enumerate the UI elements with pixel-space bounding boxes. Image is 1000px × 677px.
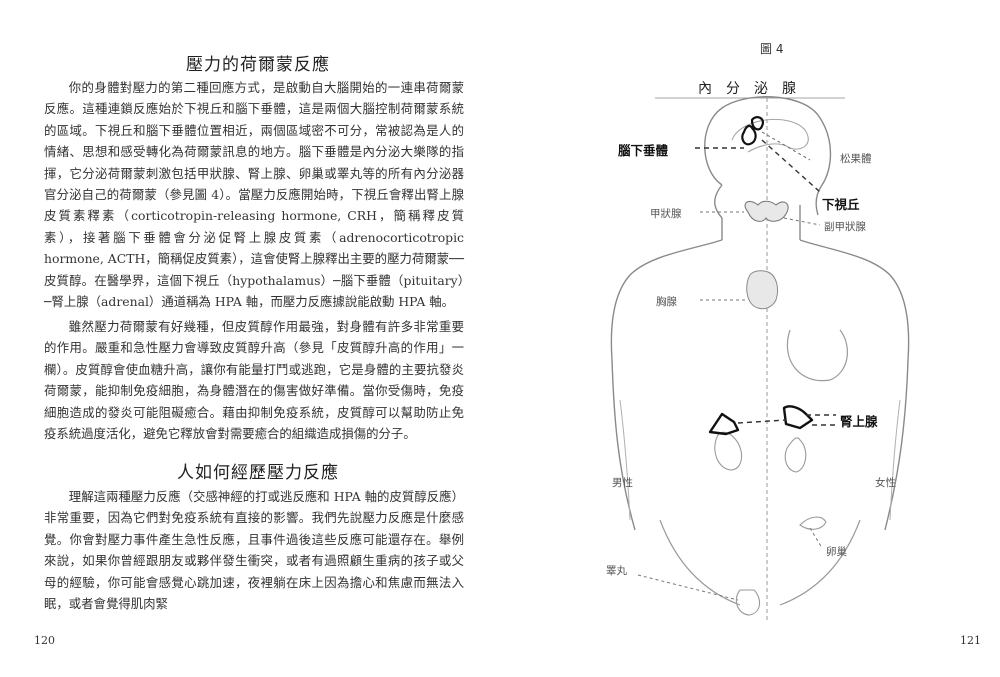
label-hypothalamus: 下視丘 xyxy=(822,197,860,212)
brain-outline xyxy=(731,118,809,153)
label-parathyroid: 副甲狀腺 xyxy=(824,221,866,233)
label-thymus: 胸腺 xyxy=(656,296,677,308)
hypothalamus-region xyxy=(750,116,764,131)
label-male: 男性 xyxy=(612,477,633,489)
thymus-gland xyxy=(746,270,779,310)
kidney-left xyxy=(714,431,743,471)
diagram-title: 內分泌腺 xyxy=(698,81,810,97)
label-adrenal: 腎上腺 xyxy=(840,414,878,429)
page-number-right: 121 xyxy=(960,634,981,647)
paragraph-3: 理解這兩種壓力反應（交感神經的打或逃反應和 HPA 軸的皮質醇反應）非常重要，因… xyxy=(44,489,464,612)
breast-outline xyxy=(786,329,848,382)
label-ovary: 卵巢 xyxy=(826,546,847,558)
thyroid-gland xyxy=(744,200,789,222)
section-heading-experience-stress: 人如何經歷壓力反應 xyxy=(177,463,339,483)
endocrine-glands-diagram xyxy=(610,96,910,620)
label-testis: 睪丸 xyxy=(606,565,627,577)
paragraph-2: 雖然壓力荷爾蒙有好幾種，但皮質醇作用最強，對身體有許多非常重要的作用。嚴重和急性… xyxy=(44,319,464,442)
right-page: 圖 4 xyxy=(500,0,1000,677)
paragraph-1: 你的身體對壓力的第二種回應方式，是啟動自大腦開始的一連串荷爾蒙反應。這種連鎖反應… xyxy=(44,80,464,310)
kidney-right xyxy=(784,437,807,473)
label-pineal: 松果體 xyxy=(840,153,872,165)
adrenal-gland-right xyxy=(782,405,814,430)
figure-title: 圖 4 xyxy=(760,42,784,56)
head-outline xyxy=(704,96,832,216)
ovary xyxy=(799,516,827,530)
section-heading-hormonal-response: 壓力的荷爾蒙反應 xyxy=(186,55,330,75)
left-page: 壓力的荷爾蒙反應 你的身體對壓力的第二種回應方式，是啟動自大腦開始的一連串荷爾蒙… xyxy=(34,55,464,647)
torso-left-outline xyxy=(610,239,723,531)
testis xyxy=(735,589,761,616)
label-thyroid: 甲狀腺 xyxy=(650,208,682,220)
label-pituitary: 腦下垂體 xyxy=(618,143,669,158)
pituitary-gland xyxy=(741,124,757,146)
label-female: 女性 xyxy=(875,477,896,489)
page-number-left: 120 xyxy=(34,634,55,647)
adrenal-gland-left xyxy=(708,412,740,436)
torso-right-outline xyxy=(799,239,910,531)
